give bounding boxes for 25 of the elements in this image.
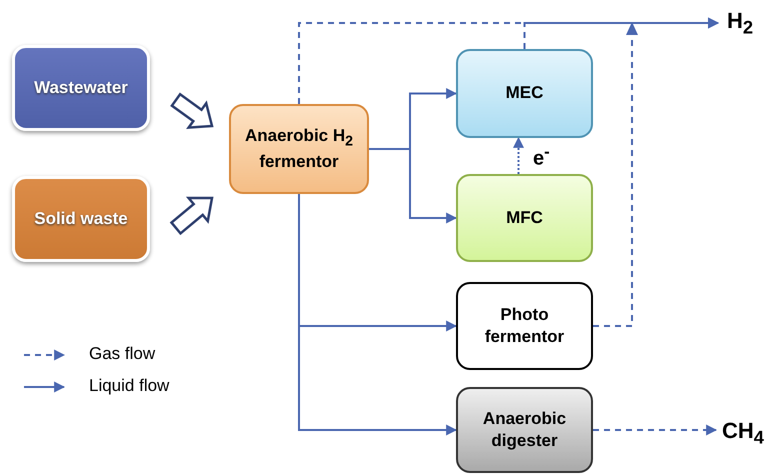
- process-box: [456, 282, 593, 370]
- process-box: [456, 174, 593, 262]
- block-arrow: [170, 92, 214, 130]
- process-box: [229, 104, 369, 194]
- box-label: MFC: [506, 206, 543, 229]
- legend-label: Gas flow: [89, 344, 156, 364]
- source-box: [12, 45, 150, 131]
- legend-label: Liquid flow: [89, 376, 170, 396]
- box-label: Wastewater: [34, 76, 128, 99]
- arrow: [369, 148, 458, 224]
- formula-label: CH$_{4}$: [722, 416, 764, 450]
- box-label: Anaerobic digester: [482, 408, 568, 452]
- arrow: [298, 194, 458, 436]
- box-label: Solid waste: [34, 208, 128, 230]
- block-arrow: [170, 196, 214, 236]
- dashed-arrow: [593, 424, 718, 436]
- source-box: [12, 176, 150, 262]
- process-box: [456, 49, 593, 138]
- dashed-arrow: [513, 136, 524, 174]
- box-label: MEC: [506, 82, 544, 104]
- box-label: Anaerobic H$_{2}$ fermentor: [244, 125, 354, 173]
- formula-label: H$_{2}$: [726, 6, 754, 40]
- process-box: [456, 387, 593, 473]
- box-label: Photo fermentor: [484, 304, 566, 348]
- dashed-arrow: [593, 18, 720, 327]
